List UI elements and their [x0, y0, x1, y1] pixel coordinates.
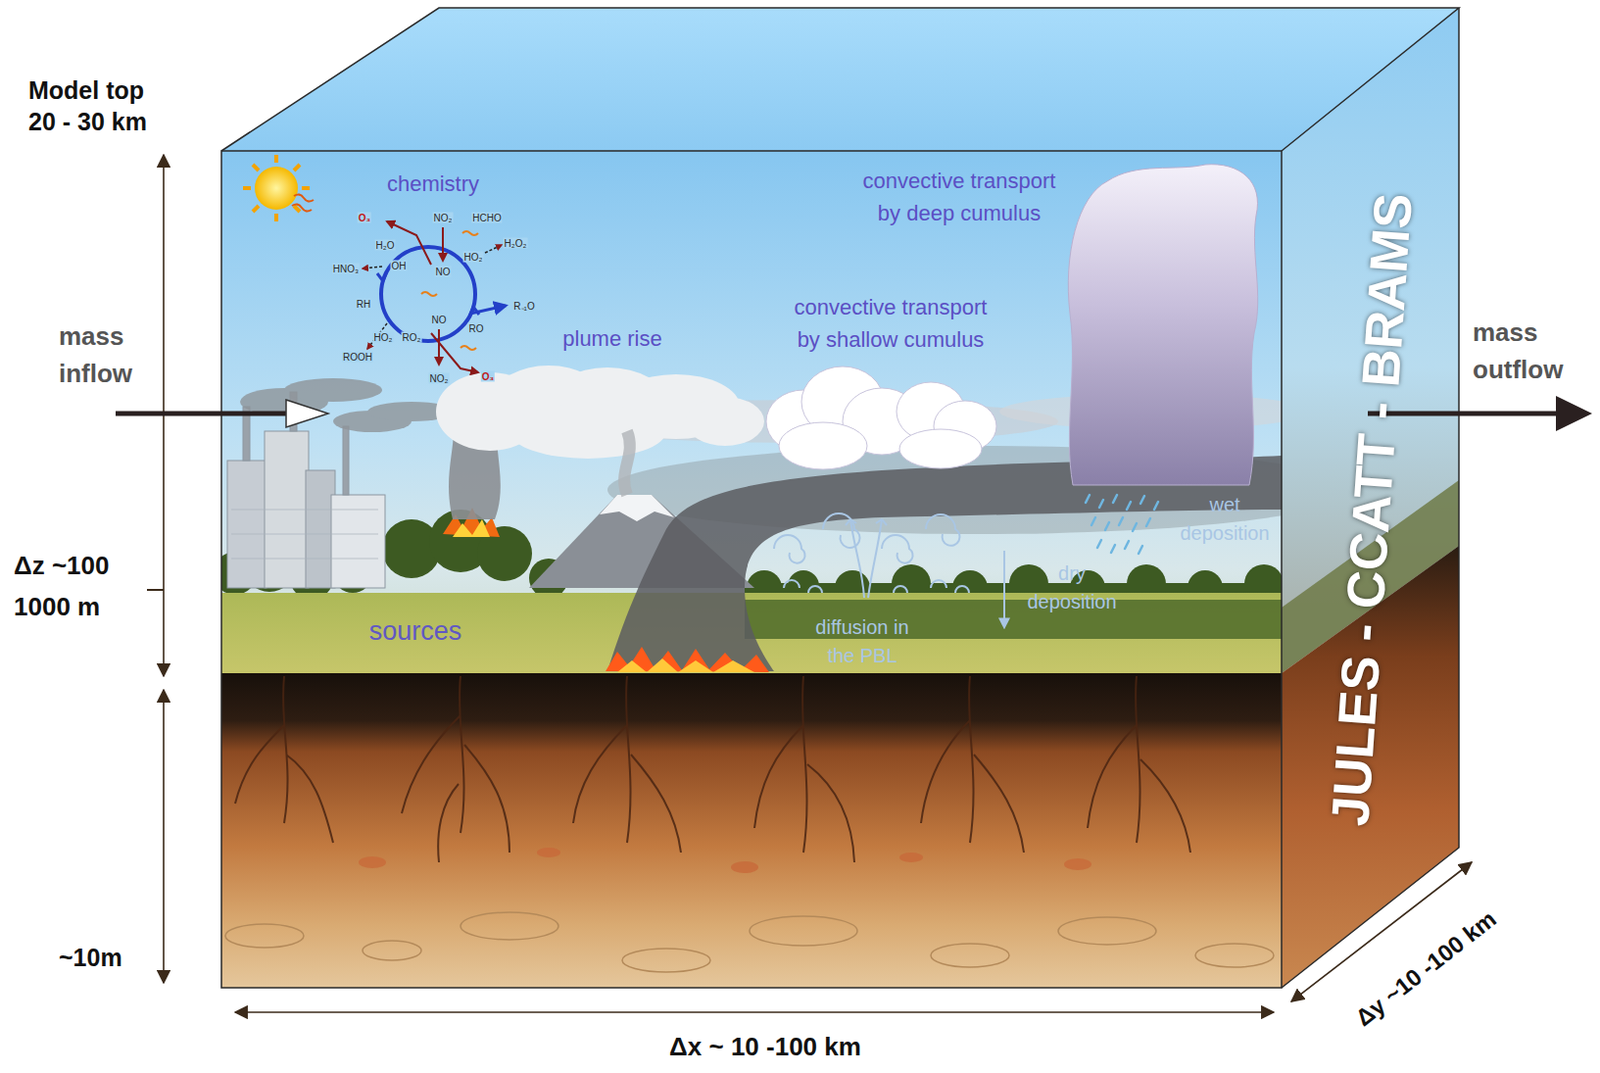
species-label: HNO₃	[332, 263, 360, 275]
flow-label: mass outflow	[1472, 313, 1596, 388]
process-label: sources	[369, 615, 463, 647]
species-label: H₂O₂	[503, 238, 529, 249]
species-label: NO₂	[433, 212, 454, 224]
species-label: O₃	[357, 212, 372, 224]
dimension-label: 20 - 30 km	[28, 106, 147, 137]
species-label: H₂O	[375, 240, 396, 251]
model-name: JULES - CCATT - BRAMS	[1317, 191, 1426, 828]
species-label: NO	[435, 266, 452, 278]
species-label: HO₂	[463, 251, 485, 263]
process-label: plume rise	[562, 326, 662, 352]
process-label: chemistry	[387, 171, 480, 197]
dimension-label: ~10m	[58, 942, 123, 972]
species-label: R₋₁O	[512, 300, 535, 312]
species-label: OH	[390, 260, 408, 272]
species-label: O₃	[481, 371, 495, 383]
flow-label: mass inflow	[58, 317, 167, 392]
process-label: convective transport by deep cumulus	[854, 164, 1066, 230]
species-label: ROOH	[341, 351, 374, 363]
process-label: dry deposition	[1018, 559, 1126, 617]
dimension-label: Δy ~10 -100 km	[1349, 904, 1502, 1032]
species-label: RO₂	[401, 332, 423, 343]
species-label: RO	[468, 323, 485, 335]
process-label: convective transport by shallow cumulus	[785, 290, 997, 356]
species-label: RH	[355, 298, 372, 310]
process-label: wet deposition	[1170, 490, 1279, 548]
dimension-label: Δz ~100 1000 m	[13, 544, 142, 628]
dimension-label: Δx ~ 10 -100 km	[669, 1031, 862, 1063]
process-label: diffusion in the PBL	[806, 613, 920, 671]
species-label: HCHO	[471, 212, 502, 224]
species-label: NO	[431, 314, 448, 326]
species-label: NO₂	[429, 373, 450, 385]
species-label: HO₂	[373, 332, 394, 343]
dimension-label: Model top	[28, 75, 145, 105]
